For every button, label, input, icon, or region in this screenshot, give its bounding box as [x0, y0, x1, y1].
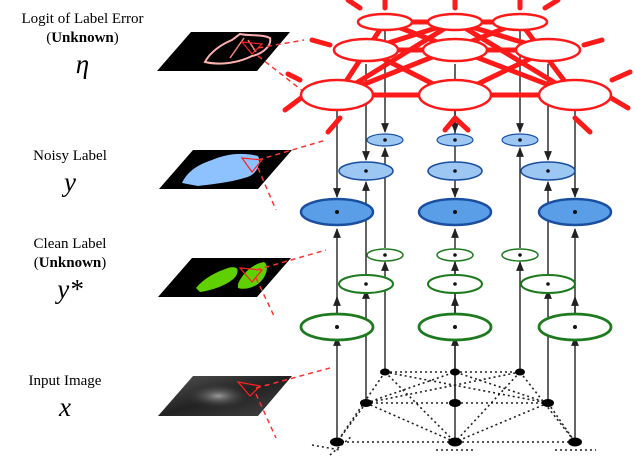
eta-title: Logit of Label Error — [21, 11, 144, 27]
thumbnail-clean-label — [158, 258, 291, 297]
pixel-node — [542, 399, 554, 407]
pixel-node — [450, 368, 460, 376]
ystar-symbol: y* — [57, 274, 83, 304]
ystar-unknown-note: (Unknown) — [33, 255, 107, 271]
eta-node — [426, 12, 484, 32]
eta-node — [537, 78, 613, 112]
thumbnail-noisy-label — [159, 150, 292, 189]
pixel-node — [568, 437, 582, 447]
layer-label-y: Noisy Label y — [0, 147, 140, 198]
pixel-node — [330, 437, 344, 447]
eta-node — [417, 78, 493, 112]
input-pixel-nodes — [330, 368, 582, 447]
pixel-node — [449, 399, 461, 407]
layer-label-x: Input Image x — [0, 372, 130, 423]
thumbnail-eta — [157, 32, 290, 71]
pixel-node — [380, 368, 390, 376]
eta-layer-nodes — [299, 12, 613, 112]
pixel-node — [515, 368, 525, 376]
node-centre-dots — [335, 138, 577, 329]
pixel-node — [360, 399, 372, 407]
layer-label-eta: Logit of Label Error (Unknown) η — [0, 10, 165, 80]
layer-label-ystar: Clean Label (Unknown) y* — [0, 235, 140, 305]
y-symbol: y — [64, 167, 76, 197]
eta-node — [356, 12, 414, 32]
eta-node — [491, 12, 549, 32]
pixel-node — [448, 437, 462, 447]
eta-symbol: η — [75, 49, 90, 79]
eta-node — [299, 78, 375, 112]
eta-node — [514, 37, 582, 63]
ystar-title: Clean Label — [33, 236, 107, 252]
eta-node — [332, 37, 400, 63]
eta-node — [421, 37, 489, 63]
noisy-label-nodes — [299, 133, 613, 227]
eta-unknown-note: (Unknown) — [46, 30, 119, 46]
thumbnail-input-image — [158, 376, 292, 416]
y-title: Noisy Label — [33, 148, 107, 164]
x-title: Input Image — [28, 373, 102, 389]
x-symbol: x — [59, 392, 71, 422]
thumbnail-connectors — [255, 39, 331, 439]
